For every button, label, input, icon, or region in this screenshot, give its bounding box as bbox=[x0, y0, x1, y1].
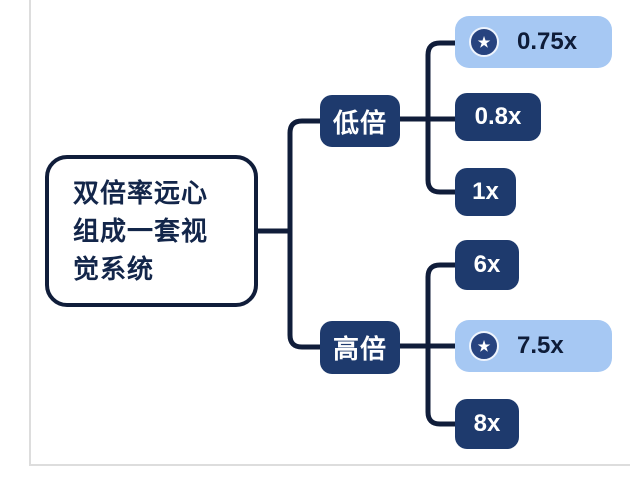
root-node-label: 双倍率远心 组成一套视 觉系统 bbox=[73, 178, 209, 284]
connector-low-down bbox=[425, 116, 458, 195]
node-label: 7.5x bbox=[517, 332, 564, 359]
node-label: 8x bbox=[473, 410, 501, 437]
branch-node-high-magnification[interactable]: 高倍 bbox=[320, 321, 400, 374]
branch-label: 低倍 bbox=[332, 107, 387, 138]
node-6x[interactable]: 6x bbox=[455, 240, 519, 290]
star-icon: ★ bbox=[469, 331, 499, 361]
node-7-5x[interactable]: ★ 7.5x bbox=[455, 320, 612, 372]
node-8x[interactable]: 8x bbox=[455, 399, 519, 449]
node-0-8x[interactable]: 0.8x bbox=[455, 93, 541, 141]
connector-high-down bbox=[425, 343, 458, 427]
node-label: 1x bbox=[472, 178, 499, 205]
connector-root-to-high bbox=[287, 228, 323, 350]
connector-root-to-low bbox=[287, 118, 323, 234]
node-0-75x[interactable]: ★ 0.75x bbox=[455, 16, 612, 68]
root-node[interactable]: 双倍率远心 组成一套视 觉系统 bbox=[45, 155, 258, 307]
connector-low-up bbox=[425, 40, 458, 122]
node-1x[interactable]: 1x bbox=[455, 168, 516, 216]
node-label: 6x bbox=[473, 251, 501, 278]
page-border-left bbox=[29, 0, 31, 466]
branch-node-low-magnification[interactable]: 低倍 bbox=[320, 95, 400, 147]
node-label: 0.8x bbox=[474, 103, 522, 130]
page-border-bottom bbox=[29, 464, 630, 466]
node-label: 0.75x bbox=[517, 28, 578, 55]
star-icon: ★ bbox=[469, 27, 499, 57]
branch-label: 高倍 bbox=[332, 334, 387, 364]
connector-high-up bbox=[425, 262, 458, 349]
